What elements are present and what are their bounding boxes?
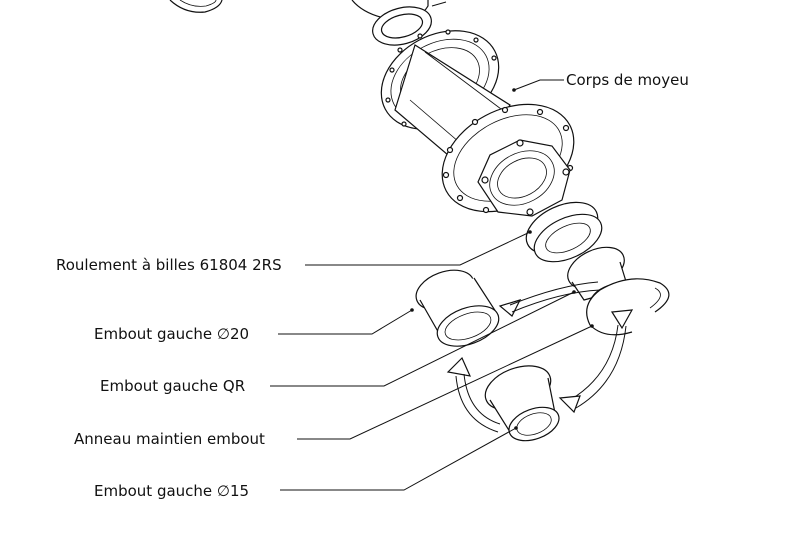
retaining-ring-part bbox=[586, 278, 670, 336]
hub-body bbox=[380, 29, 575, 217]
top-spacer-ring bbox=[351, 0, 447, 46]
label-bearing: Roulement à billes 61804 2RS bbox=[56, 256, 282, 274]
end-cap-20-part bbox=[415, 269, 500, 347]
label-end-cap-15: Embout gauche ∅15 bbox=[94, 482, 249, 500]
end-cap-15-part bbox=[484, 365, 560, 442]
bearing-part bbox=[525, 201, 603, 263]
top-partial-part-left bbox=[169, 0, 223, 13]
label-hub-body: Corps de moyeu bbox=[566, 71, 689, 89]
swap-arrows bbox=[446, 281, 634, 433]
leader-lines bbox=[270, 79, 594, 491]
label-end-cap-20: Embout gauche ∅20 bbox=[94, 325, 249, 343]
label-retaining-ring: Anneau maintien embout bbox=[74, 430, 265, 448]
label-end-cap-qr: Embout gauche QR bbox=[100, 377, 245, 395]
